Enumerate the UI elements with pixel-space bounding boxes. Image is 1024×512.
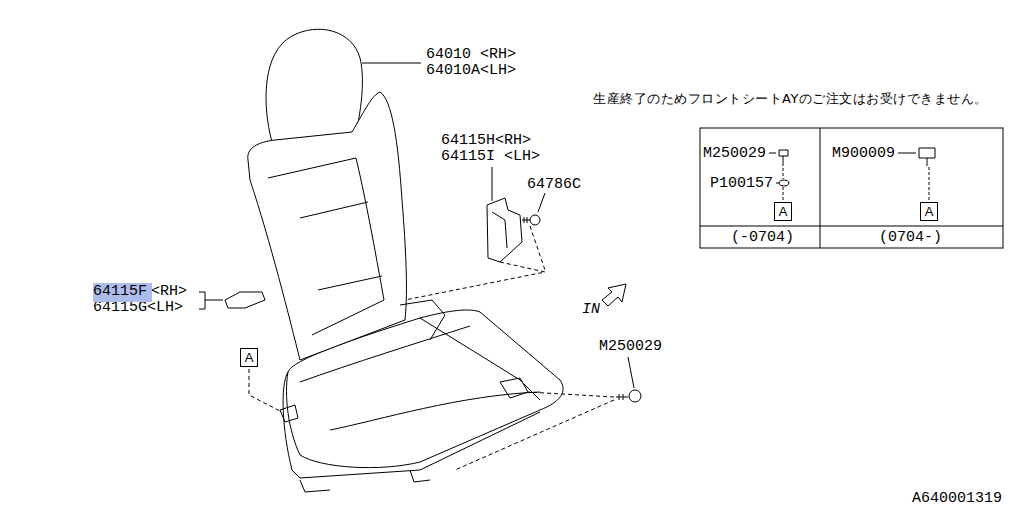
part-number: M250029 (599, 338, 662, 355)
leader-lines (249, 63, 634, 470)
part-number: P100157 (710, 175, 773, 192)
reference-box: A (240, 348, 258, 367)
seat-frame (400, 300, 540, 400)
part-number: 64786C (527, 176, 581, 193)
hinge-bracket (280, 405, 298, 422)
bolt (919, 148, 935, 166)
cushion-seam (330, 392, 540, 430)
node-text: A (775, 204, 791, 219)
part-number: M250029 (703, 145, 766, 162)
side-cover-part (487, 198, 522, 262)
leader-line (405, 262, 545, 300)
date-range: (0704-) (879, 229, 942, 246)
cushion-side (283, 372, 540, 478)
screw (522, 217, 530, 223)
seat-back (248, 92, 407, 360)
washer (779, 180, 789, 186)
table-border (700, 128, 1003, 248)
part-number: 64010 <RH> (426, 46, 516, 63)
leader-line (769, 153, 776, 154)
highlighted-part: 64115F (93, 283, 152, 302)
reference-box: A (920, 202, 938, 221)
headrest (266, 29, 362, 148)
seat-drawing (199, 29, 641, 492)
frame-bracket (500, 378, 528, 398)
node-text: A (921, 204, 937, 219)
bolt (616, 394, 628, 400)
bolt-head (629, 390, 641, 402)
part-number: 64115I <LH> (441, 148, 540, 165)
leader-line (538, 193, 545, 212)
part-number: 64115H<RH> (441, 132, 531, 149)
leader-line (628, 357, 634, 388)
reference-box: A (774, 202, 792, 221)
leader-line (362, 63, 421, 64)
leader-line (898, 153, 916, 154)
direction-label: IN (582, 301, 600, 318)
screw-head (530, 215, 540, 225)
leader-line (249, 369, 282, 412)
bolt (779, 150, 788, 166)
node-text: A (241, 350, 257, 365)
in-arrow (602, 284, 626, 306)
leader-line (530, 226, 545, 270)
leader-line (492, 167, 493, 201)
note-text: 生産終了のためフロントシートAYのご注文はお受けできません。 (593, 90, 988, 107)
part-number: 64010A<LH> (426, 62, 516, 79)
leader-line (455, 392, 614, 470)
table-rule (700, 128, 1003, 248)
side-tag: <RH> (151, 283, 187, 300)
seat-back-seam (300, 202, 382, 290)
leader-line (929, 167, 930, 201)
bracket (199, 292, 223, 309)
part-number: M900009 (832, 145, 895, 162)
node-text: 64115F (93, 283, 152, 300)
knob-part (225, 292, 265, 308)
seat-back-panel (268, 158, 384, 335)
fastener-table (700, 128, 1003, 248)
seat-rail (300, 470, 430, 492)
leader-line (783, 168, 784, 201)
date-range: (-0704) (731, 229, 794, 246)
figure-number: A640001319 (912, 490, 1002, 507)
